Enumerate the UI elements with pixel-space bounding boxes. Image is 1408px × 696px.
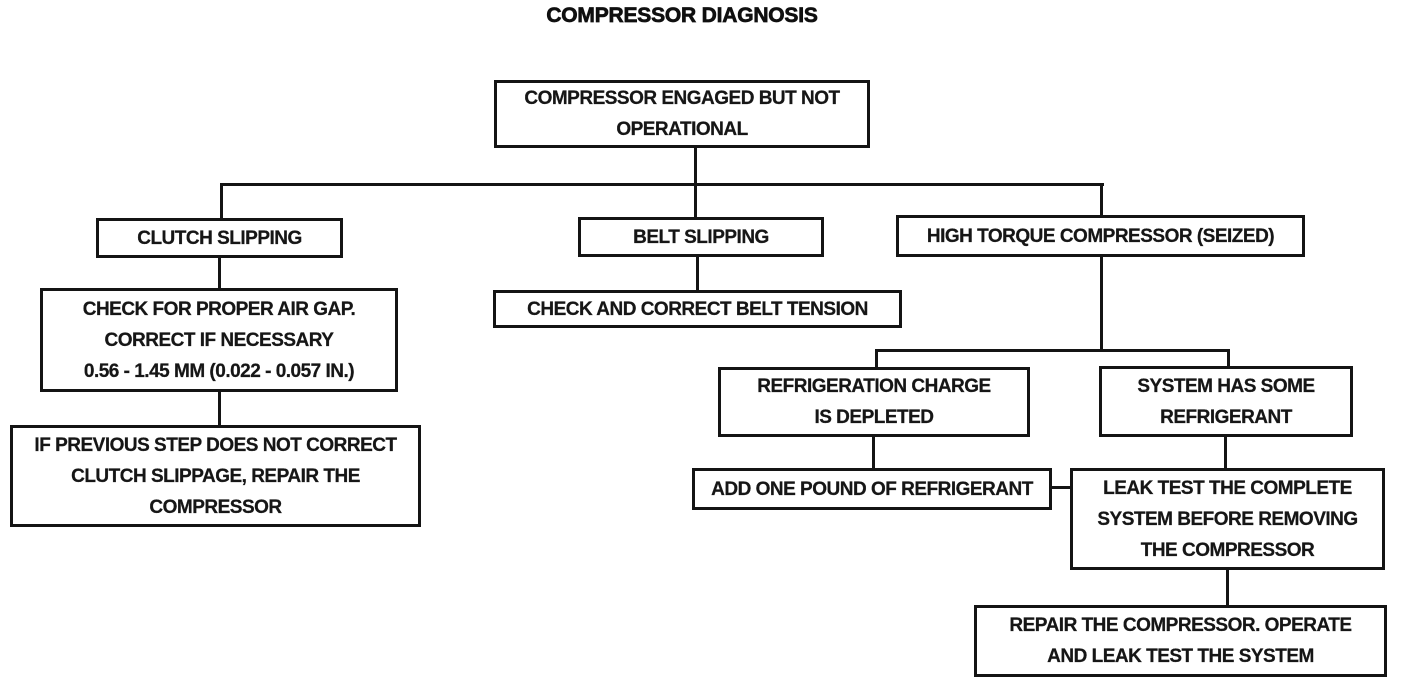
node-text: REFRIGERANT	[1160, 406, 1292, 428]
node-text: CORRECT IF NECESSARY	[104, 329, 334, 351]
node-text: COMPRESSOR	[149, 496, 282, 518]
node-high-torque-compressor: HIGH TORQUE COMPRESSOR (SEIZED)	[896, 215, 1305, 257]
node-text: HIGH TORQUE COMPRESSOR (SEIZED)	[926, 225, 1275, 247]
node-text: SYSTEM BEFORE REMOVING	[1097, 508, 1358, 530]
diagram-title: COMPRESSOR DIAGNOSIS	[546, 4, 818, 28]
node-text: REPAIR THE COMPRESSOR. OPERATE	[1009, 615, 1352, 636]
connector-drop-some	[1227, 349, 1230, 366]
node-text: CLUTCH SLIPPING	[137, 227, 302, 249]
node-text: LEAK TEST THE COMPLETE	[1103, 477, 1352, 499]
connector-belt-tension	[696, 257, 699, 290]
connector-engaged-down	[694, 148, 697, 186]
node-text: 0.56 - 1.45 MM (0.022 - 0.057 IN.)	[83, 360, 355, 382]
connector-drop-high-torque	[1100, 186, 1103, 215]
node-text: CLUTCH SLIPPAGE, REPAIR THE	[71, 465, 361, 487]
node-text: CHECK FOR PROPER AIR GAP.	[82, 298, 356, 320]
connector-hightorque-down	[1100, 257, 1103, 352]
node-text: THE COMPRESSOR	[1140, 539, 1315, 561]
connector-drop-belt	[694, 186, 697, 217]
connector-split-horizontal	[875, 349, 1230, 352]
connector-drop-depleted	[875, 349, 878, 367]
node-clutch-slipping: CLUTCH SLIPPING	[96, 218, 343, 258]
node-text: COMPRESSOR ENGAGED BUT NOT	[524, 88, 840, 109]
node-text: AND LEAK TEST THE SYSTEM	[1047, 646, 1314, 667]
node-leak-test: LEAK TEST THE COMPLETE SYSTEM BEFORE REM…	[1070, 468, 1385, 570]
node-repair-and-leak-test: REPAIR THE COMPRESSOR. OPERATE AND LEAK …	[974, 605, 1387, 677]
node-text: OPERATIONAL	[616, 119, 748, 140]
node-check-belt-tension: CHECK AND CORRECT BELT TENSION	[493, 290, 902, 328]
node-text: IS DEPLETED	[814, 407, 934, 428]
node-text: ADD ONE POUND OF REFRIGERANT	[711, 478, 1033, 500]
connector-drop-clutch	[220, 183, 223, 218]
node-check-air-gap: CHECK FOR PROPER AIR GAP. CORRECT IF NEC…	[40, 288, 398, 392]
node-text: CHECK AND CORRECT BELT TENSION	[527, 298, 868, 320]
node-add-refrigerant: ADD ONE POUND OF REFRIGERANT	[692, 468, 1052, 510]
connector-leaktest-repair	[1226, 570, 1229, 605]
node-compressor-engaged: COMPRESSOR ENGAGED BUT NOT OPERATIONAL	[494, 80, 870, 148]
node-system-has-refrigerant: SYSTEM HAS SOME REFRIGERANT	[1099, 366, 1353, 437]
node-text: SYSTEM HAS SOME	[1137, 375, 1315, 397]
connector-depleted-add	[872, 437, 875, 468]
node-text: REFRIGERATION CHARGE	[757, 376, 991, 397]
connector-some-leaktest	[1224, 437, 1227, 468]
node-text: IF PREVIOUS STEP DOES NOT CORRECT	[34, 434, 397, 456]
node-belt-slipping: BELT SLIPPING	[578, 217, 824, 257]
connector-airgap-repair	[218, 392, 221, 425]
connector-add-leaktest	[1052, 486, 1070, 489]
node-text: BELT SLIPPING	[633, 226, 769, 248]
connector-main-horizontal	[220, 183, 1104, 186]
node-repair-compressor-clutch: IF PREVIOUS STEP DOES NOT CORRECT CLUTCH…	[10, 425, 421, 527]
node-charge-depleted: REFRIGERATION CHARGE IS DEPLETED	[718, 367, 1030, 437]
connector-clutch-airgap	[218, 258, 221, 288]
